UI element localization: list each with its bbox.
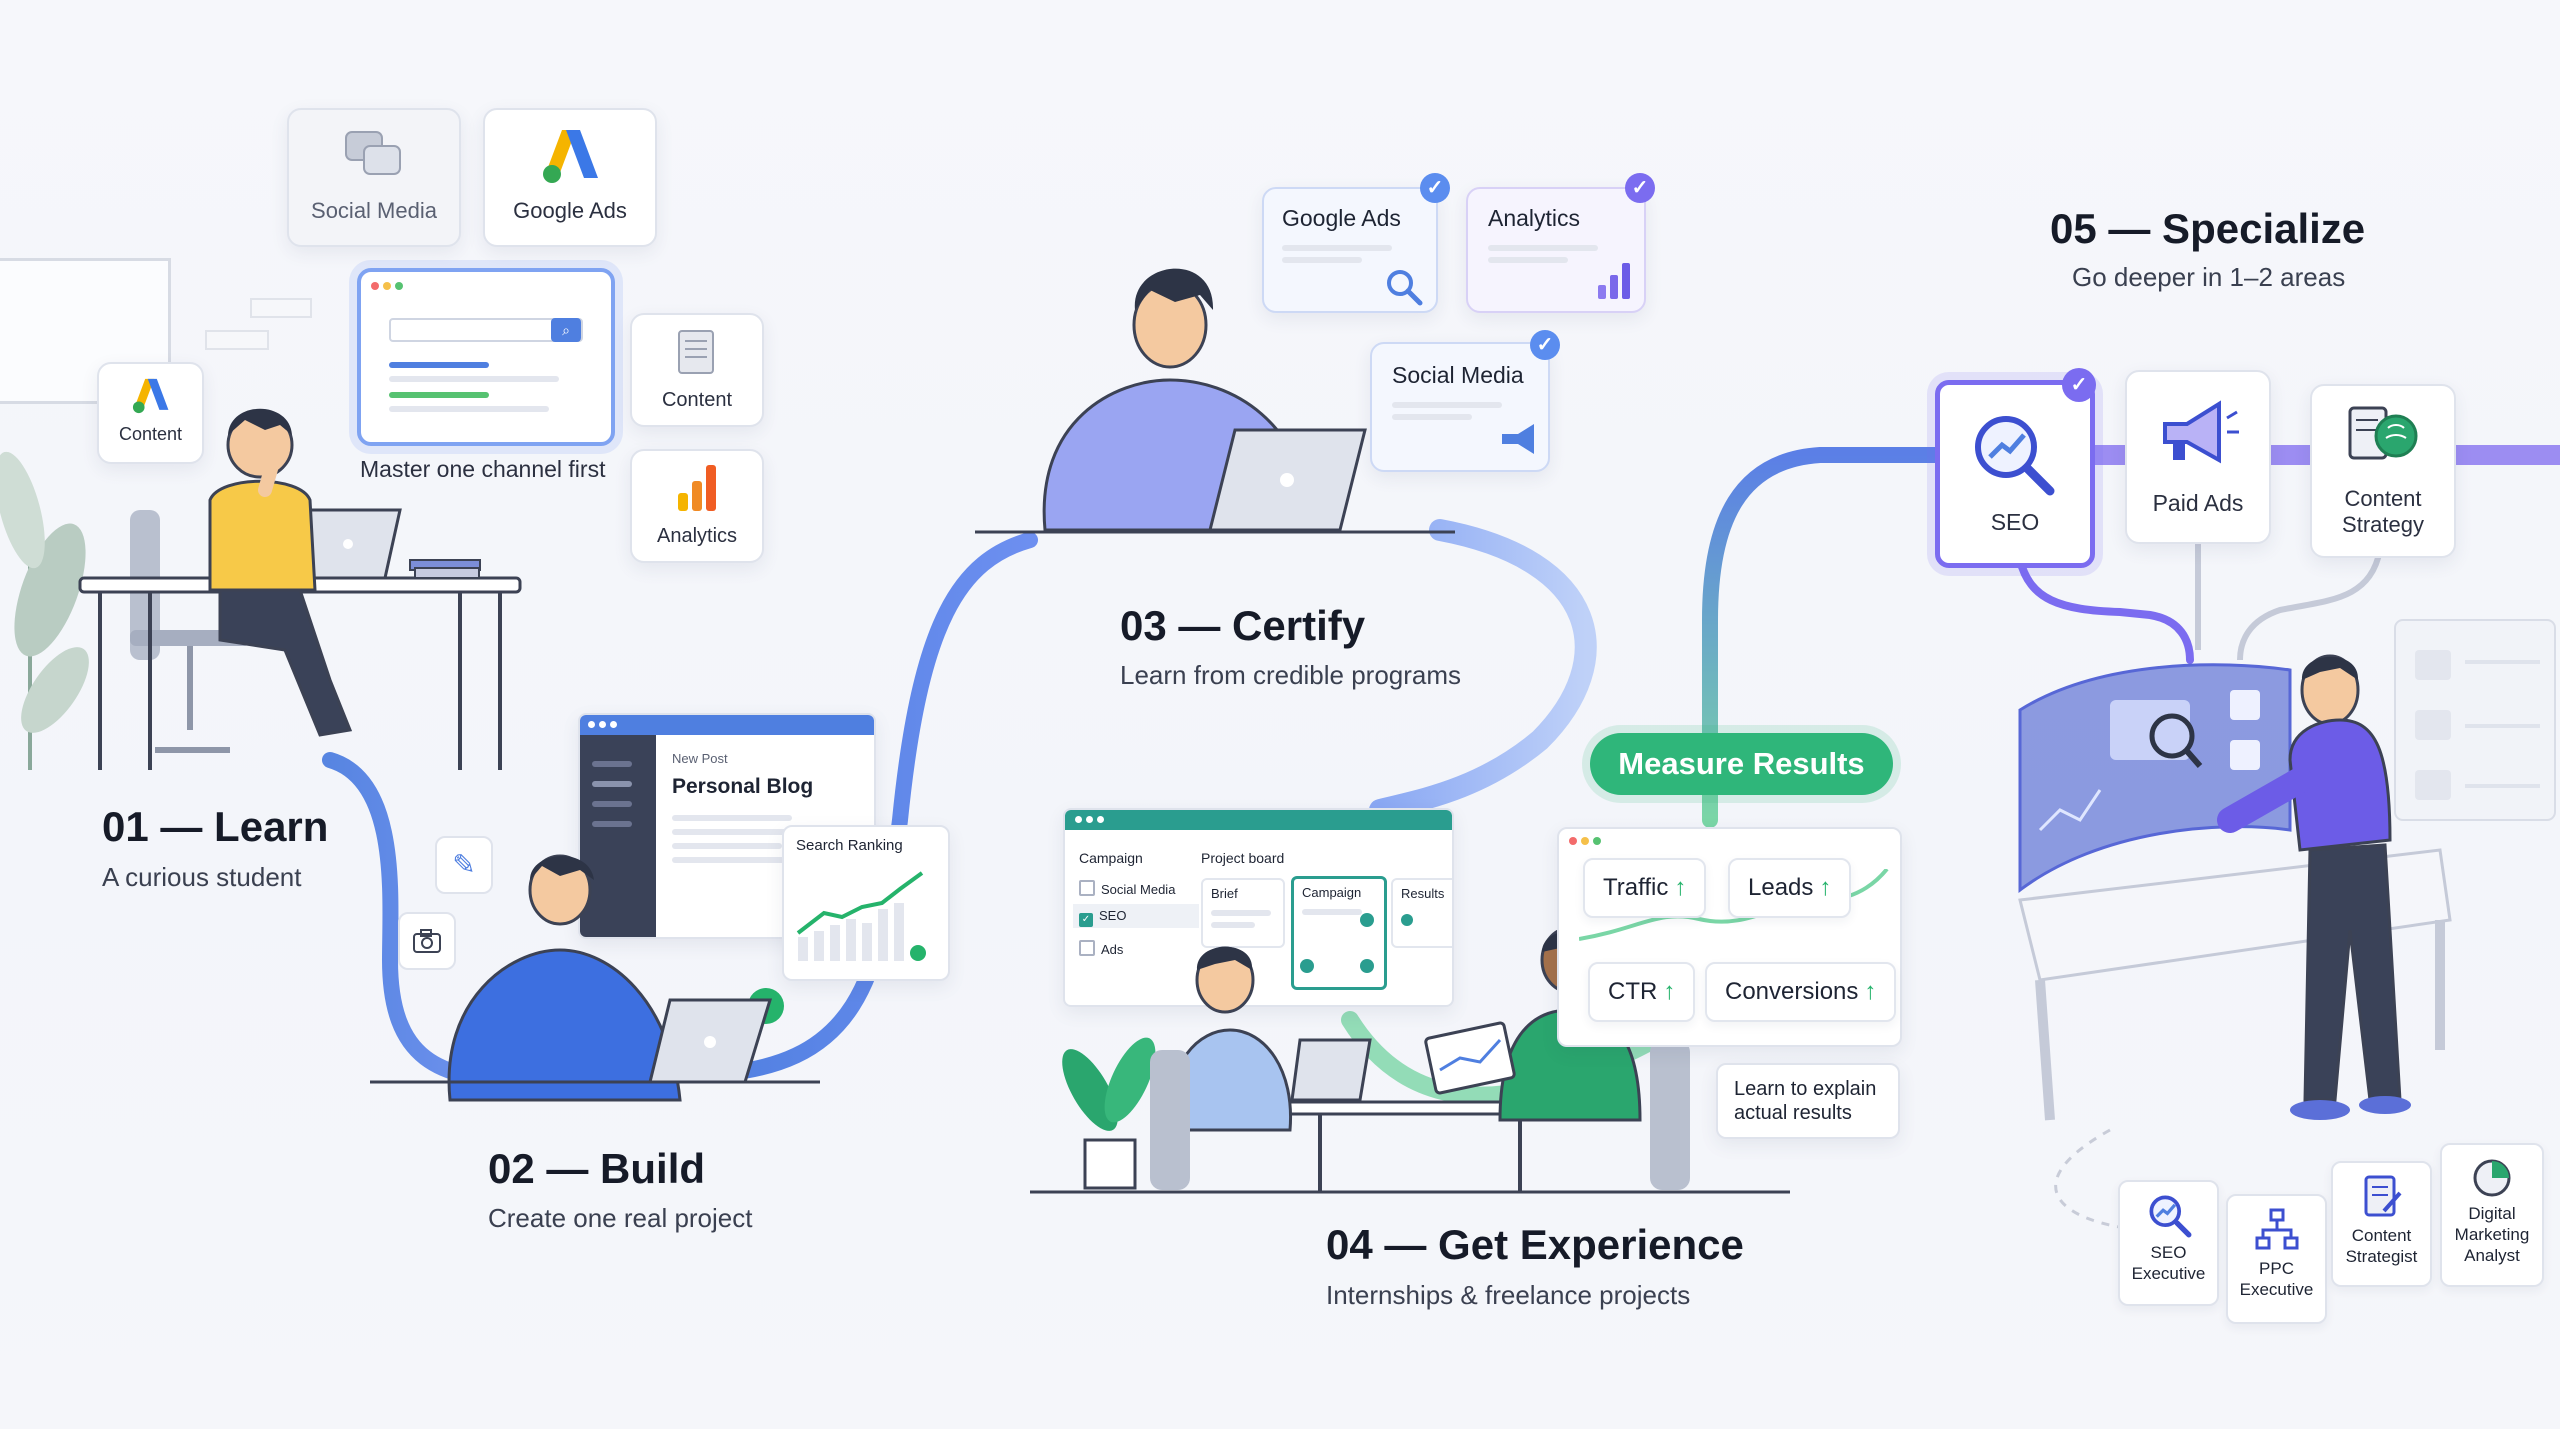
campaign-header: Campaign [1079, 850, 1143, 866]
pencil-icon[interactable]: ✎ [435, 836, 493, 894]
content-strategy-label-line1: Content [2344, 486, 2422, 511]
specialize-content-strategy-card[interactable]: Content Strategy [2310, 384, 2456, 558]
hierarchy-icon [2255, 1208, 2298, 1250]
search-browser-window: ⌕ [357, 268, 615, 446]
step-3-title: 03 — Certify [1120, 602, 1366, 649]
meeting-illustration [1030, 930, 1790, 1194]
megaphone-icon [1502, 424, 1534, 454]
google-ads-label: Google Ads [513, 198, 627, 223]
learn-caption: Master one channel first [360, 456, 606, 482]
measure-results-badge[interactable]: Measure Results [1590, 733, 1893, 795]
step-1-title: 01 — Learn [102, 803, 329, 850]
check-icon: ✓ [2062, 368, 2096, 402]
google-ads-icon [132, 378, 169, 414]
metric-traffic[interactable]: Traffic↑ [1583, 858, 1707, 918]
social-media-tile[interactable]: Social Media [287, 108, 461, 247]
blog-header: New Post [672, 751, 728, 766]
cert-analytics-label: Analytics [1488, 205, 1581, 231]
plant-illustration [0, 451, 89, 770]
check-icon [1360, 913, 1374, 927]
analyst-workstation-illustration [2018, 619, 2556, 1121]
campaign-item[interactable]: ✓SEO [1073, 904, 1199, 928]
board-column-brief[interactable]: Brief [1201, 878, 1285, 948]
step-3-subtitle: Learn from credible programs [1120, 660, 1462, 690]
project-board-window: Campaign Social Media ✓SEO Ads Project b… [1063, 808, 1454, 1007]
content-small-label: Content [118, 424, 183, 444]
blog-title: Personal Blog [672, 775, 814, 798]
analytics-label: Analytics [656, 525, 738, 547]
pie-chart-icon [2473, 1159, 2511, 1197]
cert-social-media[interactable]: Social Media [1370, 342, 1550, 472]
role-seo-executive[interactable]: SEO Executive [2118, 1180, 2219, 1306]
check-icon [1360, 959, 1374, 973]
step-4-title: 04 — Get Experience [1326, 1221, 1744, 1268]
document-icon [2364, 1175, 2401, 1217]
content-label: Content [661, 389, 733, 411]
certify-illustration [975, 268, 1455, 534]
blog-sidebar [580, 735, 656, 937]
megaphone-icon [2163, 400, 2239, 464]
analytics-tile[interactable]: Analytics [630, 449, 764, 563]
step-1-subtitle: A curious student [102, 862, 302, 892]
content-tile[interactable]: Content [630, 313, 764, 427]
cert-google-ads-label: Google Ads [1282, 205, 1401, 231]
chat-bubbles-icon [345, 131, 401, 175]
check-icon: ✓ [1420, 173, 1450, 203]
cert-analytics[interactable]: Analytics [1466, 187, 1646, 313]
step-2-title: 02 — Build [488, 1145, 706, 1192]
search-icon[interactable]: ⌕ [551, 318, 581, 342]
role-ppc-executive[interactable]: PPC Executive [2226, 1194, 2327, 1324]
step-4-subtitle: Internships & freelance projects [1326, 1280, 1691, 1310]
google-ads-tile[interactable]: Google Ads [483, 108, 657, 247]
seo-label: SEO [1990, 509, 2040, 535]
check-icon: ✓ [1530, 330, 1560, 360]
google-ads-icon [543, 130, 598, 183]
cert-social-media-label: Social Media [1392, 362, 1524, 388]
explain-results-note: Learn to explain actual results [1716, 1063, 1900, 1139]
bar-chart-icon [1598, 263, 1630, 299]
content-strategy-label-line2: Strategy [2342, 512, 2424, 537]
metric-ctr[interactable]: CTR↑ [1588, 962, 1696, 1022]
magnifier-growth-icon [1975, 416, 2055, 496]
campaign-item[interactable]: Social Media [1079, 880, 1175, 897]
board-column-results[interactable]: Results [1391, 878, 1452, 948]
camera-icon[interactable] [398, 912, 456, 970]
content-small-tile[interactable]: Content [97, 362, 204, 464]
bar-chart-icon [678, 465, 716, 511]
student-desk-illustration [78, 408, 522, 770]
role-digital-marketing-analyst[interactable]: Digital Marketing Analyst [2440, 1143, 2544, 1287]
specialize-paid-ads-card[interactable]: Paid Ads [2125, 370, 2271, 544]
step-2-subtitle: Create one real project [488, 1203, 753, 1233]
search-ranking-card: Search Ranking [782, 825, 950, 981]
metric-conversions[interactable]: Conversions↑ [1705, 962, 1897, 1022]
search-ranking-label: Search Ranking [796, 837, 903, 854]
ranking-chart [796, 871, 926, 961]
paid-ads-label: Paid Ads [2152, 490, 2244, 516]
role-content-strategist[interactable]: Content Strategist [2331, 1161, 2432, 1287]
brick-decoration [205, 330, 269, 350]
document-icon [678, 330, 714, 374]
builder-illustration [370, 854, 820, 1102]
board-header: Project board [1201, 850, 1285, 866]
cert-google-ads[interactable]: Google Ads [1262, 187, 1438, 313]
search-icon [1387, 270, 1423, 306]
campaign-item[interactable]: Ads [1079, 940, 1123, 957]
check-icon: ✓ [1625, 173, 1655, 203]
magnifier-growth-icon [2148, 1195, 2191, 1238]
brain-icon [2348, 406, 2418, 460]
step-5-subtitle: Go deeper in 1–2 areas [2072, 262, 2346, 292]
check-icon [1300, 959, 1314, 973]
social-media-label: Social Media [311, 198, 437, 223]
brick-decoration [250, 298, 312, 318]
metric-leads[interactable]: Leads↑ [1728, 858, 1852, 918]
board-column-campaign[interactable]: Campaign [1291, 876, 1387, 990]
search-bar[interactable] [389, 318, 583, 342]
specialize-seo-card[interactable]: SEO [1935, 380, 2095, 568]
step-5-title: 05 — Specialize [2050, 205, 2366, 252]
